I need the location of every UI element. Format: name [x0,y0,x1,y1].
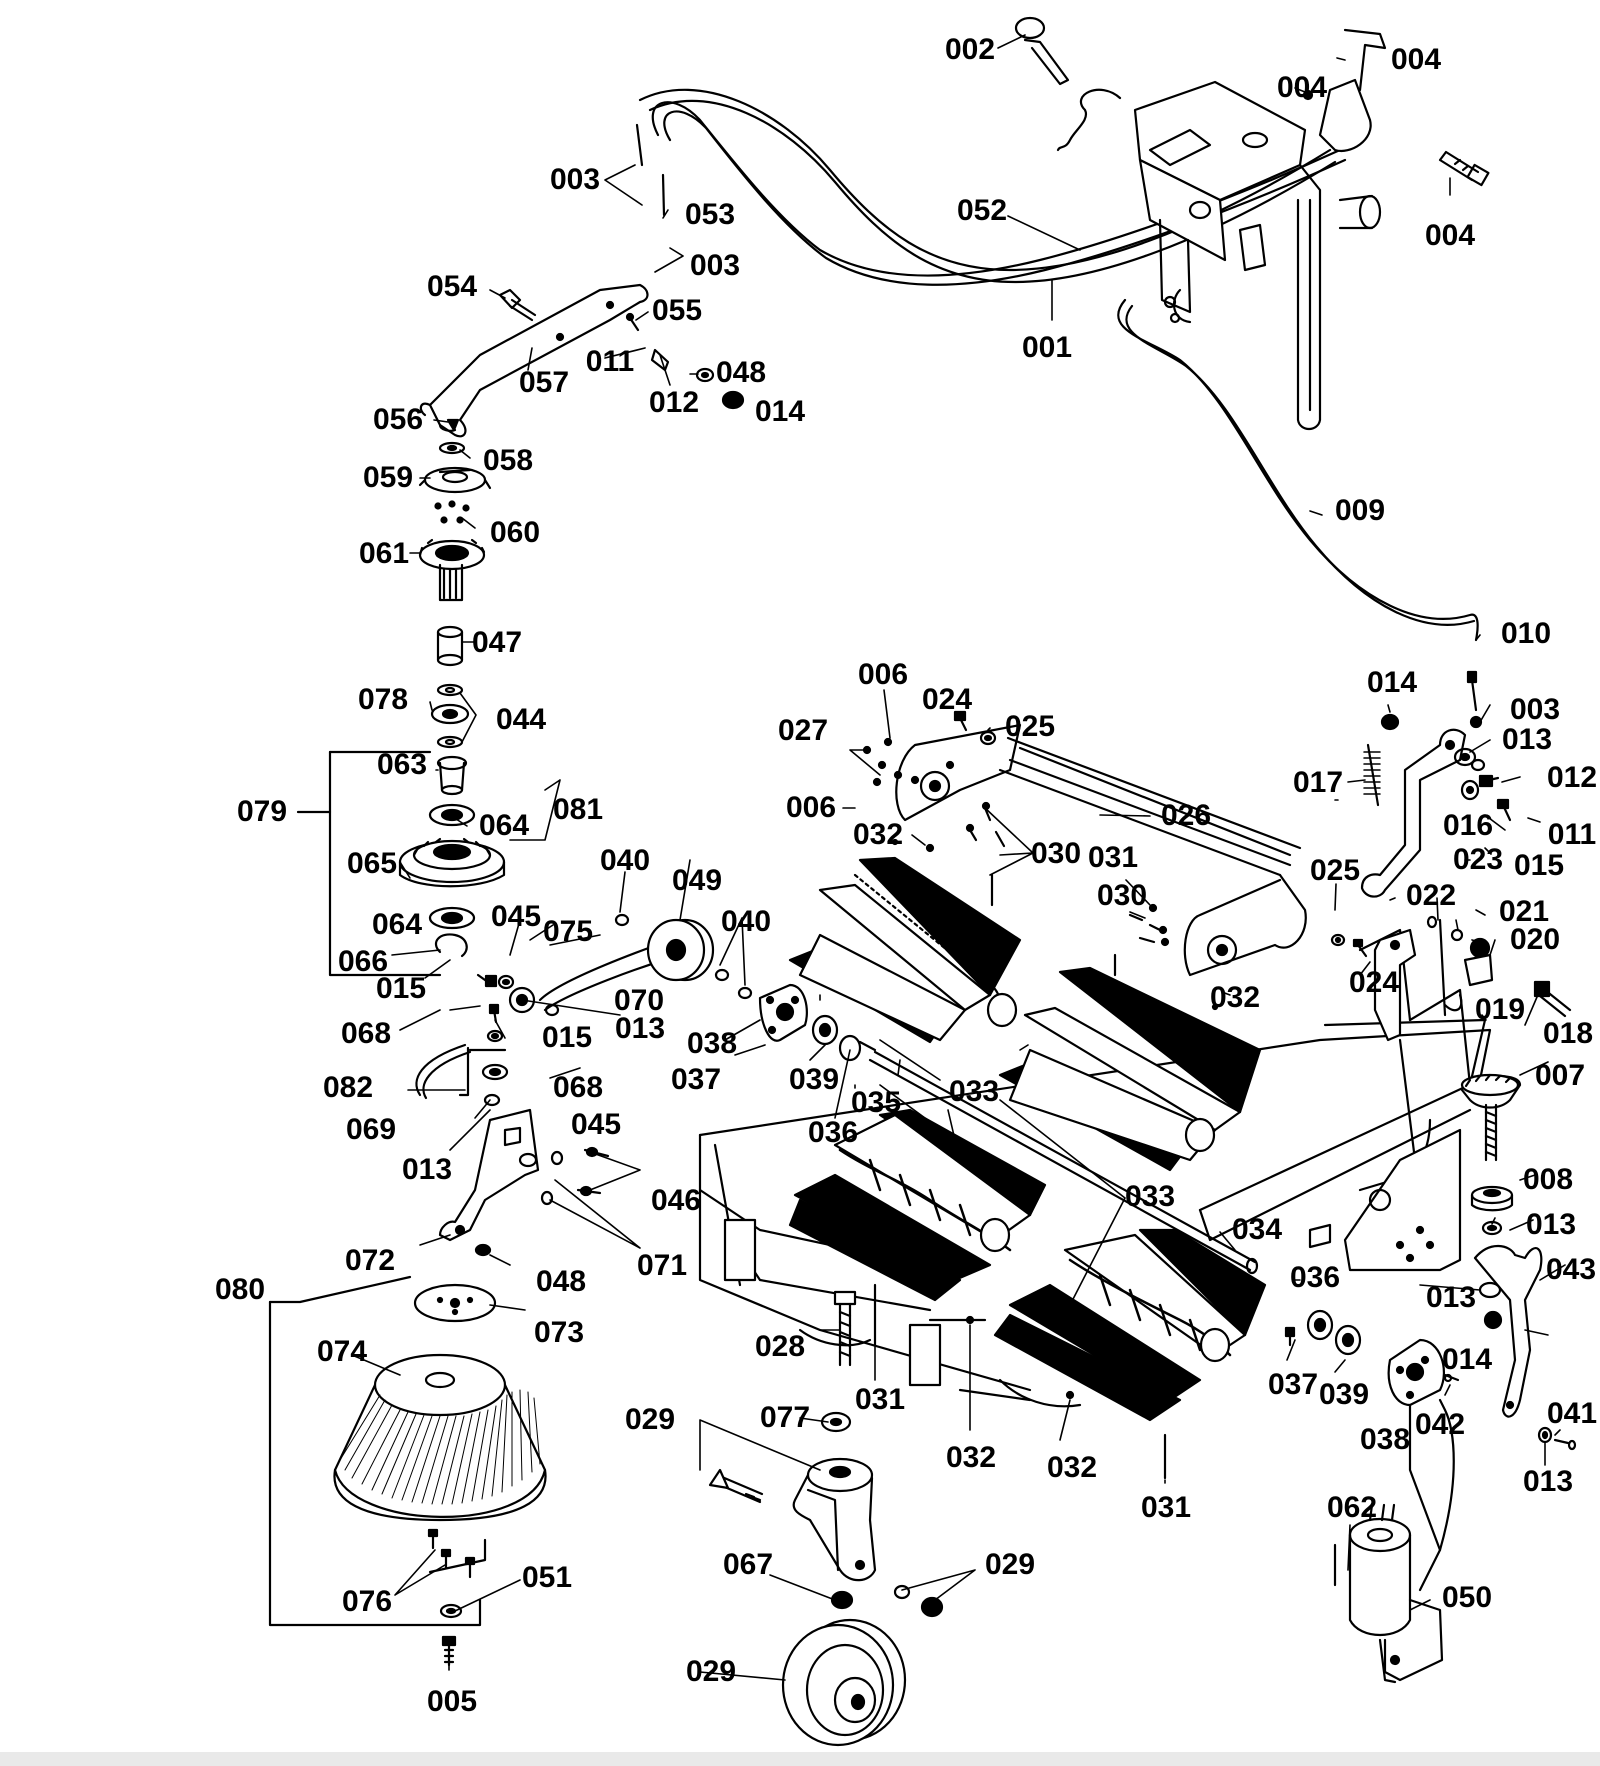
pinion-gear-061 [420,540,484,600]
balls-060 [436,502,469,523]
washers-013-041 [1539,1428,1575,1449]
leader-lines [270,35,1565,1680]
snap-ring-066 [436,934,467,956]
broom-roller-lower-left [790,1110,1045,1300]
bracket-080 [270,1277,480,1625]
motor-050-062 [1335,1505,1442,1682]
bearing-064 [430,805,474,928]
washer-077-nut-067 [822,1413,942,1616]
washer-040-group [616,915,751,998]
small-hardware-055-011-012 [627,314,743,408]
bevel-gear-065 [400,839,504,886]
washers-044-bearing-078 [432,685,468,747]
control-cable-009 [1118,300,1477,640]
caster-wheel-029 [783,1620,905,1745]
leader-038-motor [1410,1400,1454,1590]
throttle-lever-004 [1304,30,1488,185]
rear-frame-right [1310,930,1485,1270]
broom-roller-upper-left [790,858,1020,1042]
small-pulley-and-hardware [416,975,558,1105]
caster-bracket-029 [710,1459,875,1580]
pin-056-washer-058 [440,420,464,453]
side-plate-026 [896,725,1306,975]
cable-end-003-053 [637,125,664,215]
knob-007-nut-008 [1462,1075,1520,1234]
ignition-switch-002 [1016,18,1120,150]
sleeve-047 [438,627,462,665]
broom-bristles-pattern [340,1390,540,1504]
bracket-079 [298,752,440,975]
bolt-054 [500,290,535,320]
bearing-plates-038-039-036 [760,985,1458,1405]
side-broom-074 [334,1355,545,1520]
broom-roller-upper-right [1000,968,1260,1170]
screws-076-washer-051-bolt-005 [429,1530,485,1665]
broom-roller-lower-right [995,1230,1265,1420]
handle-frame-bracket [1135,82,1380,429]
motor-bracket-072 [440,1110,538,1255]
hub-plate-073 [415,1285,495,1321]
lever-023 [1362,730,1465,897]
belt-070-pulley-049 [510,920,713,1012]
main-deck-frame [700,1030,1490,1406]
lever-043 [1475,1246,1541,1417]
spring-017 [1364,745,1380,805]
bracket-082 [460,1048,505,1095]
bushing-063 [438,757,466,794]
lever-arm-057 [421,285,648,436]
right-hardware-cluster [1332,672,1570,1016]
screws-046-071 [542,1148,608,1204]
bottom-edge-strip [0,1752,1600,1766]
drive-shaft-034 [870,1052,1257,1273]
bracket-022-pin [1375,920,1461,1040]
bearing-plate-059 [420,468,490,492]
bolt-028-pins-031-032 [835,840,1294,1478]
